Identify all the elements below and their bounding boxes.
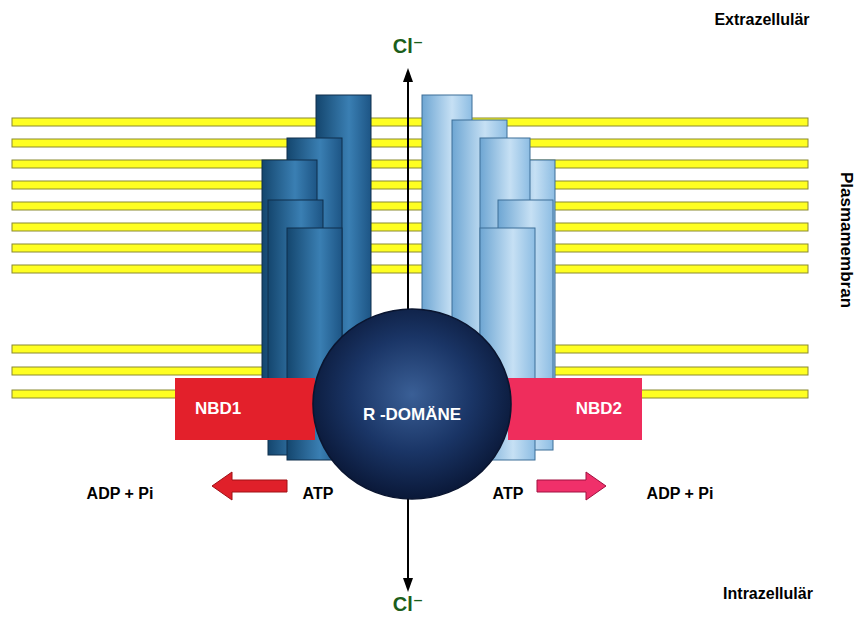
ion-label: Cl⁻ xyxy=(393,592,424,616)
node-text: R -DOMÄNE xyxy=(363,405,461,425)
substrate-label: ATP xyxy=(303,485,334,503)
node-text: NBD1 xyxy=(195,399,241,419)
region-label: Extrazellulär xyxy=(714,11,809,29)
product-label: ADP + Pi xyxy=(87,485,154,503)
product-label: ADP + Pi xyxy=(647,485,714,503)
region-label: Intrazellulär xyxy=(723,585,813,603)
r-domain-circle-shape xyxy=(312,308,512,500)
nbd-box: NBD2 xyxy=(508,378,642,440)
nbd-box: NBD1 xyxy=(175,378,315,440)
substrate-label: ATP xyxy=(493,485,524,503)
node-text: NBD2 xyxy=(576,399,622,419)
r-domain-circle: R -DOMÄNE xyxy=(312,308,512,500)
membrane-label: Plasmamembran xyxy=(836,172,856,308)
ion-label: Cl⁻ xyxy=(393,34,424,58)
